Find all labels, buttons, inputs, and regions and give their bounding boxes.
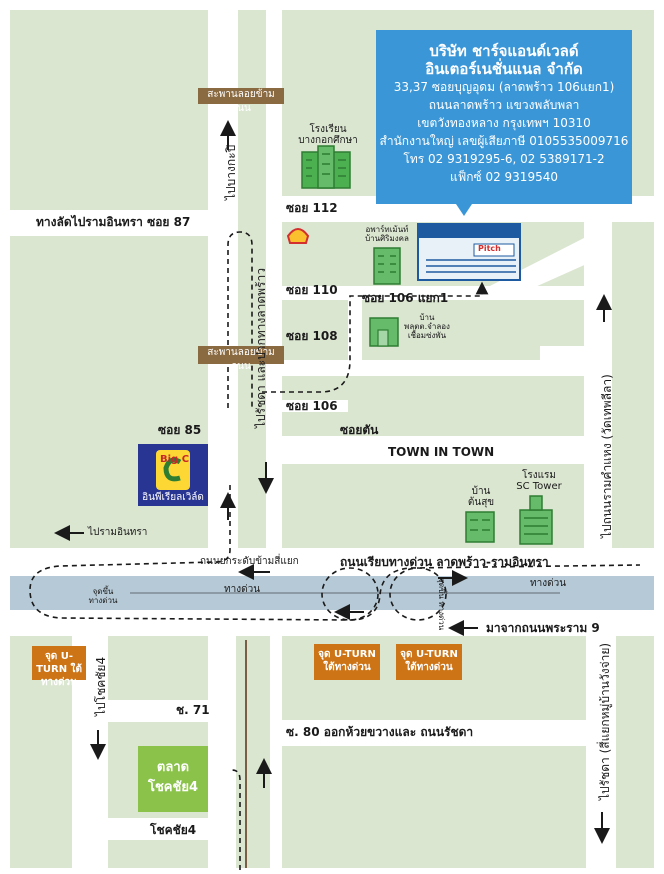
label-soi106: ซอย 106 <box>286 399 338 413</box>
address-line4: สำนักงานใหญ่ เลขผู้เสียภาษี 010553500971… <box>379 134 629 148</box>
road-soi106 <box>282 360 584 376</box>
company-name-line2: อินเตอร์เนชั่นแนล จำกัด <box>425 60 583 78</box>
block-s-center <box>236 636 270 868</box>
label-to-ratchada-south: ไปรัชดา (สี่แยกหมู่บ้านวังจ่าย) <box>598 642 612 800</box>
label-soi106-1: ซอย 106 แยก1 <box>362 291 449 305</box>
road-ramkhamhaeng <box>584 222 612 548</box>
block-se <box>616 636 654 868</box>
label-shortcut-ramintra: ทางลัดไปรามอินทรา ซอย 87 <box>36 215 191 229</box>
company-info-box: บริษัท ชาร์จแอนด์เวลด์ อินเตอร์เนชั่นแนล… <box>376 30 632 204</box>
house-icon <box>369 317 399 347</box>
route-ratchada-loop <box>227 231 253 408</box>
road-soi106-1-branch <box>490 238 600 300</box>
company-building-icon <box>417 223 521 281</box>
road-soi106-vert <box>348 286 362 376</box>
hotel-tower-icon <box>519 495 553 545</box>
road-main-south <box>208 636 236 868</box>
info-pointer <box>456 204 472 216</box>
bridge-label-south: สะพานลอยข้ามถนน <box>198 346 284 372</box>
label-soi80: ซ. 80 ออกห้วยขวางและ ถนนรัชดา <box>286 725 474 739</box>
address-line3: เขตวังทองหลาง กรุงเทพฯ 10310 <box>417 116 591 130</box>
road-soi80 <box>282 720 586 746</box>
road-shortcut <box>10 210 208 236</box>
company-name-line1: บริษัท ชาร์จแอนด์เวลด์ <box>429 42 579 60</box>
label-expressway-east: ทางด่วน <box>530 578 567 589</box>
bigc-logo-icon <box>138 444 208 506</box>
label-house: บ้าน พลตต.จำลอง เชื้อมซ่งพัน <box>404 313 450 340</box>
bridge-label-north: สะพานลอยข้ามถนน <box>198 88 284 114</box>
road-soi71 <box>108 700 208 722</box>
road-main-south-side <box>270 636 282 868</box>
label-to-ratchada: ไปรัชดา และปากทางลาดพร้าว <box>254 268 268 428</box>
label-toll-left: จุดขึ้น ทางด่วน <box>88 587 118 605</box>
uturn-box-right: จุด U-TURN ใต้ทางด่วน <box>396 644 462 680</box>
road-town-in-town <box>282 436 584 464</box>
route-south-return <box>231 769 241 870</box>
label-chokchai4: โชคชัย4 <box>150 823 197 837</box>
uturn-box-mid: จุด U-TURN ใต้ทางด่วน <box>314 644 380 680</box>
label-soi108: ซอย 108 <box>286 329 338 343</box>
label-soi110: ซอย 110 <box>286 283 338 297</box>
block-nw-top <box>10 10 208 210</box>
fax-line: แฟ็กซ์ 02 9319540 <box>450 170 558 184</box>
house-talsuk-icon <box>465 511 495 543</box>
label-bigc: Big C <box>160 454 190 465</box>
address-line1: 33,37 ซอยบุญอุดม (ลาดพร้าว 106แยก1) <box>393 80 615 94</box>
label-expressway-road: ถนนเรียบทางด่วน ลาดพร้าว-รามอินทรา <box>340 555 549 569</box>
uturn-box-left: จุด U-TURN ใต้ทางด่วน <box>32 646 86 688</box>
road-main-east-side <box>266 10 282 550</box>
market-label: ตลาด โชคชัย4 <box>148 760 198 795</box>
label-overpass-crossing: ถนนยกระดับข้ามสี่แยก <box>200 556 299 567</box>
label-hotel: โรงแรม SC Tower <box>516 470 562 492</box>
school-building-icon <box>301 145 351 189</box>
label-to-ramintra: ไปรามอินทรา <box>88 527 148 538</box>
label-soi-ton: ซอยตัน <box>340 423 379 437</box>
uturn-circle-mid <box>321 567 379 621</box>
road-east-stub <box>540 346 584 360</box>
label-company-sign: Pitch <box>478 244 501 253</box>
label-expressway-west: ทางด่วน <box>224 584 261 595</box>
address-line2: ถนนลาดพร้าว แขวงพลับพลา <box>428 98 580 112</box>
apartment-building-icon <box>373 247 401 285</box>
road-chokchai4 <box>108 818 208 840</box>
label-to-bangkapi: ไปบางกะปิ <box>224 144 238 200</box>
block-east <box>612 222 654 548</box>
route-expressway-loop <box>29 485 641 621</box>
label-to-chokchai4: ไปโชคชัย4 <box>94 656 108 716</box>
shell-logo-icon <box>286 228 310 244</box>
label-soi112: ซอย 112 <box>286 201 338 215</box>
label-to-ramkhamhaeng: ไปถนนรามคำแหง (วัดเทพลีลา) <box>600 374 614 538</box>
market-box <box>138 746 208 812</box>
label-soi71: ช. 71 <box>176 703 210 717</box>
label-bigc-name: อินพีเรียลเวิล์ด <box>142 492 204 503</box>
bridge-post-north <box>198 100 284 104</box>
label-toll-right: จุดขึ้น ทางด่วน <box>437 578 446 631</box>
label-soi85: ซอย 85 <box>158 423 202 437</box>
road-overpass-south <box>10 610 654 636</box>
label-town-in-town: TOWN IN TOWN <box>388 445 495 459</box>
label-school: โรงเรียน บางกอกศึกษา <box>298 124 358 146</box>
label-from-rama9: มาจากถนนพระราม 9 <box>486 621 600 635</box>
label-apartment: อพาร์ทเม้นท์ บ้านศิริมงคล <box>365 225 409 243</box>
phone-line: โทร 02 9319295-6, 02 5389171-2 <box>403 152 605 166</box>
road-soi-ton <box>282 400 348 412</box>
label-house-talsuk: บ้าน ต้นสุข <box>467 486 495 508</box>
bridge-post-south <box>198 360 284 364</box>
road-overpass-north <box>10 548 654 576</box>
uturn-circle-right <box>389 567 447 621</box>
